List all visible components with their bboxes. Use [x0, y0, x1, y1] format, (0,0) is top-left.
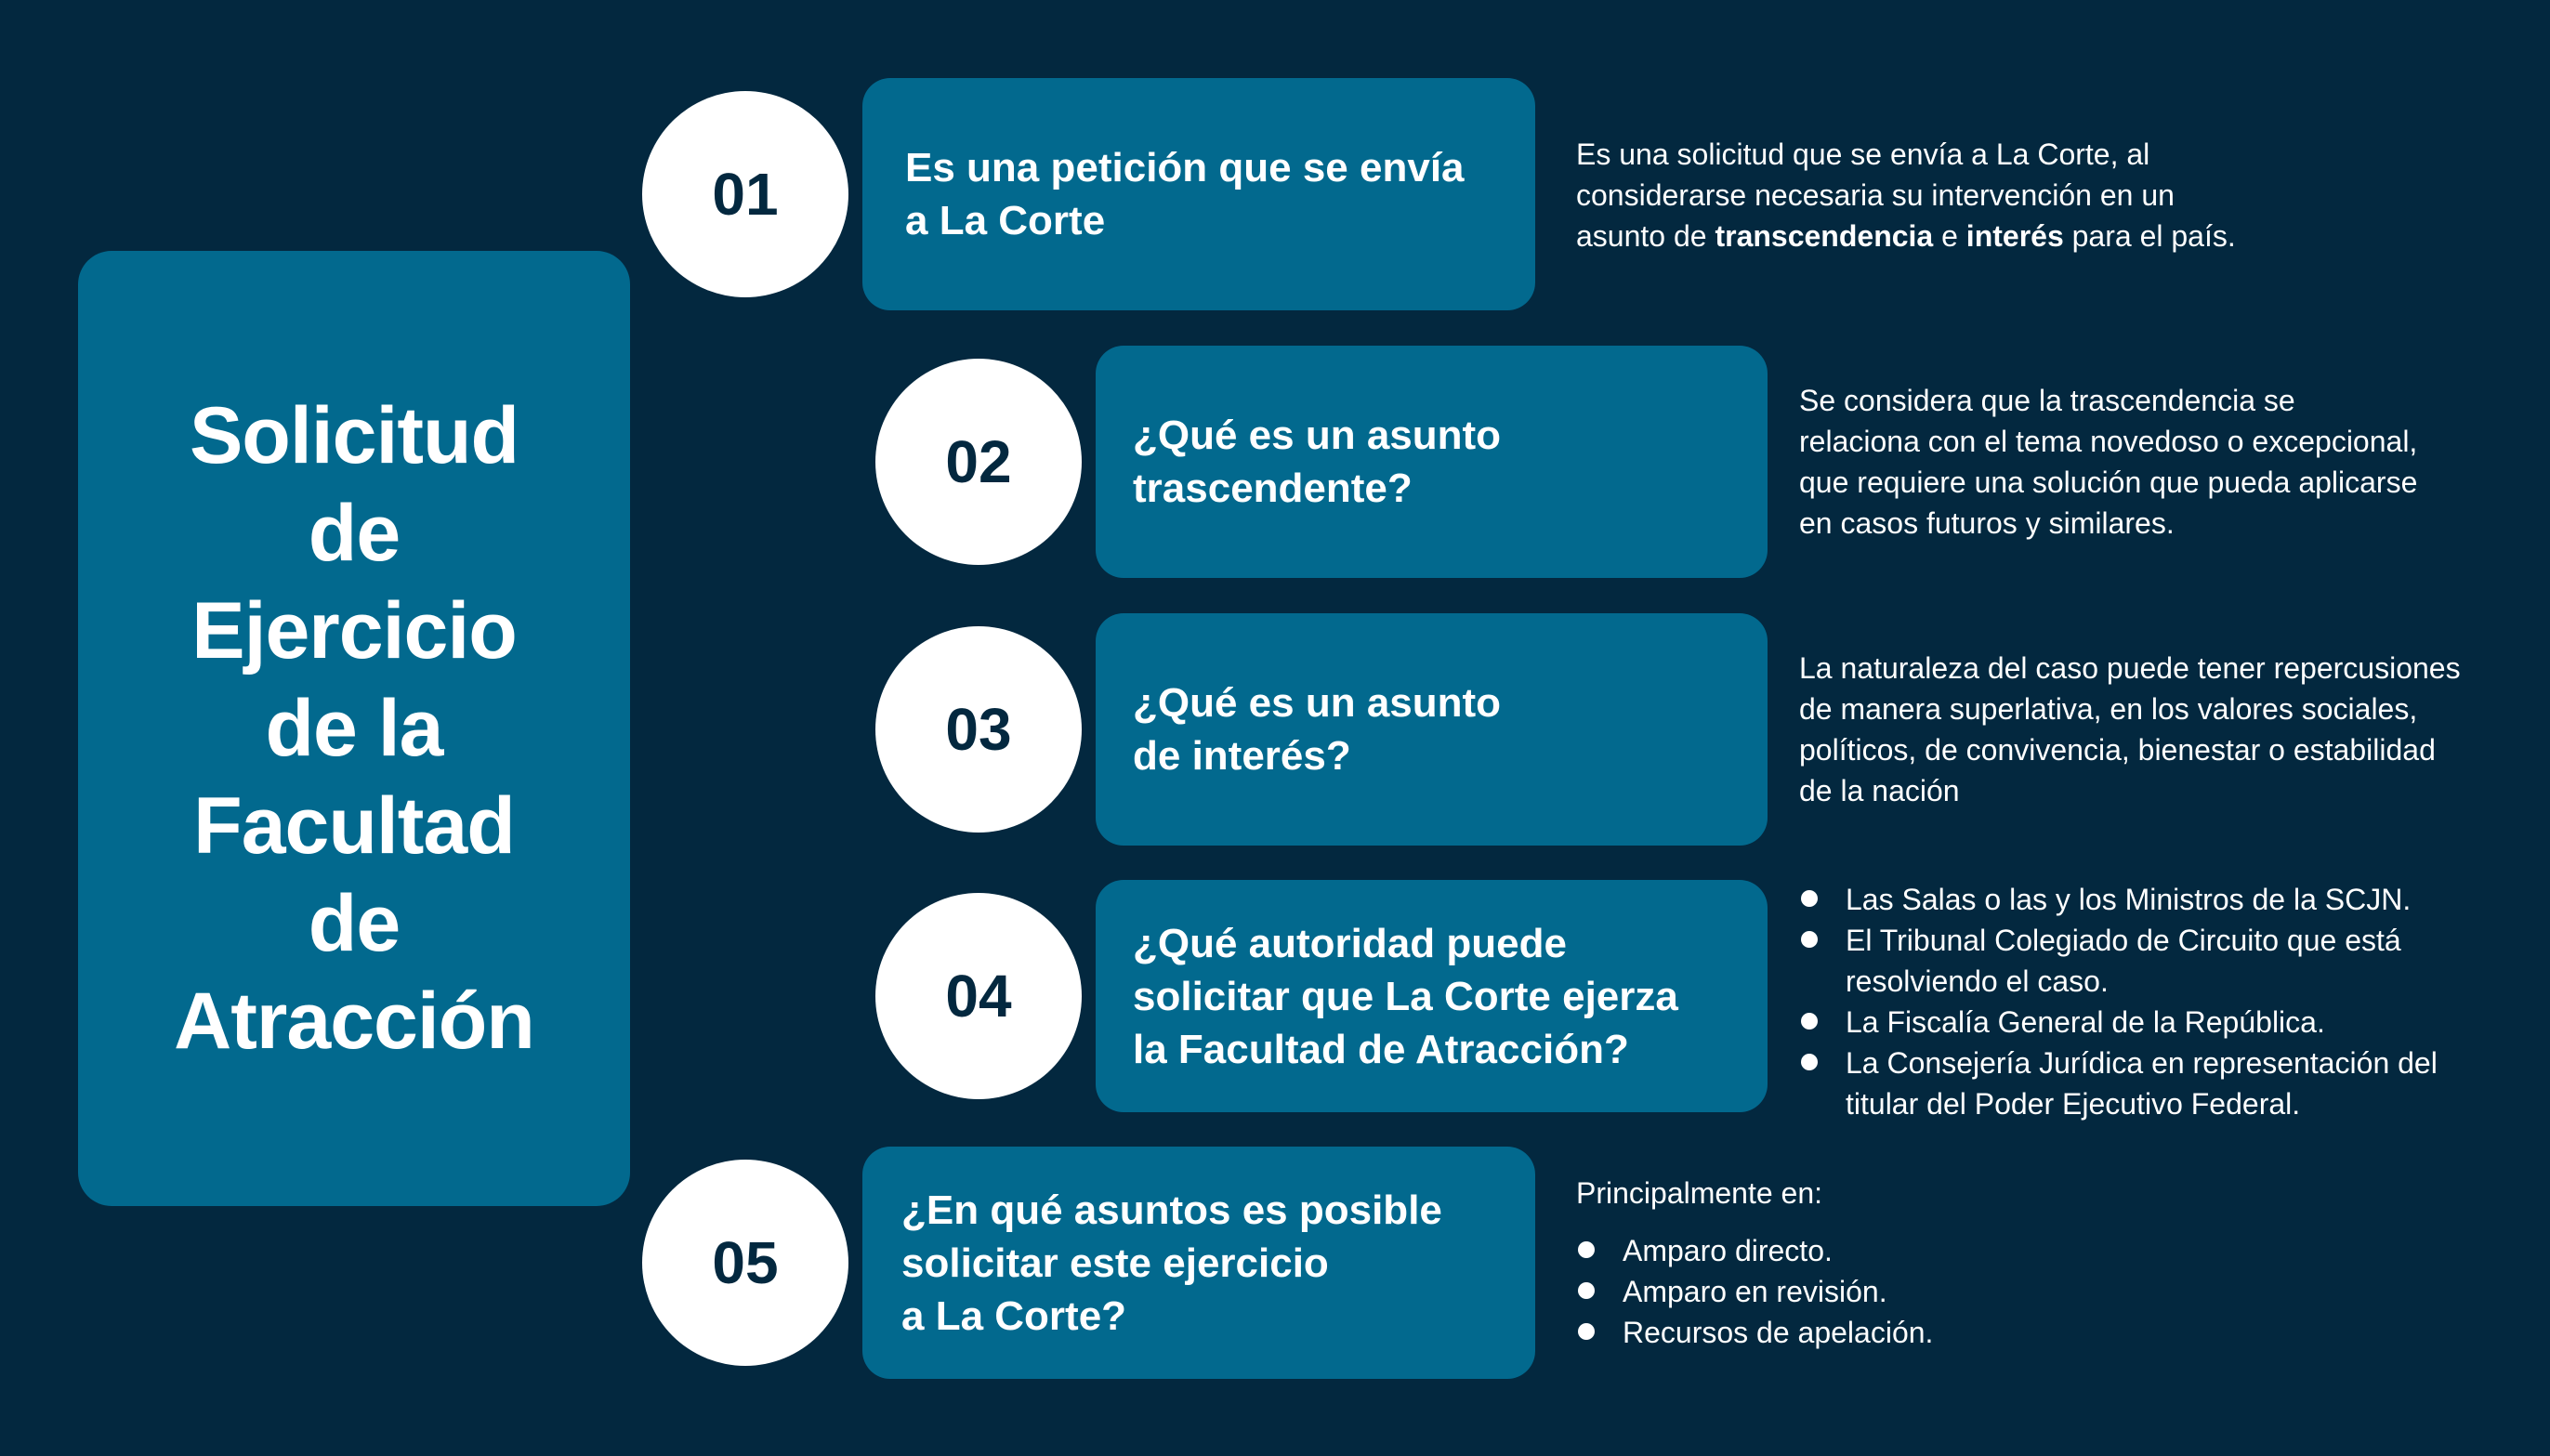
description-text: e	[1933, 219, 1966, 253]
step-02-number-badge: 02	[875, 359, 1082, 565]
title-line: de	[308, 878, 401, 968]
highlight-interes: interés	[1965, 219, 2064, 253]
list-item: Recursos de apelación.	[1576, 1312, 1933, 1353]
title-line: de la	[265, 683, 444, 773]
step-04-question-box: ¿Qué autoridad puede solicitar que La Co…	[1096, 880, 1768, 1112]
step-03-description: La naturaleza del caso puede tener reper…	[1799, 648, 2461, 811]
list-item-text: Amparo directo.	[1623, 1234, 1833, 1267]
question-line: ¿Qué autoridad puede	[1133, 920, 1567, 966]
step-number: 03	[945, 696, 1012, 763]
step-01-question-box: Es una petición que se envía a La Corte	[862, 78, 1535, 310]
list-item-text: titular del Poder Ejecutivo Federal.	[1846, 1087, 2301, 1121]
description-line: en casos futuros y similares.	[1799, 506, 2175, 540]
step-04-number-badge: 04	[875, 893, 1082, 1099]
description-line: de la nación	[1799, 774, 1960, 807]
bullet-dot-icon	[1578, 1323, 1595, 1340]
main-title: Solicitud de Ejercicio de la Facultad de…	[174, 387, 535, 1070]
list-item-text: Recursos de apelación.	[1623, 1316, 1934, 1349]
list-item: La Consejería Jurídica en representación…	[1799, 1043, 2438, 1124]
step-01-question: Es una petición que se envía a La Corte	[905, 141, 1465, 247]
description-line: Es una solicitud que se envía a La Corte…	[1576, 138, 2150, 171]
step-02-question-box: ¿Qué es un asunto trascendente?	[1096, 346, 1768, 578]
title-line: de	[308, 488, 401, 578]
step-05-number-badge: 05	[642, 1160, 848, 1366]
description-text: asunto de	[1576, 219, 1715, 253]
bullet-dot-icon	[1801, 1054, 1818, 1070]
step-04-question: ¿Qué autoridad puede solicitar que La Co…	[1133, 917, 1678, 1076]
list-item-text: Las Salas o las y los Ministros de la SC…	[1846, 883, 2412, 916]
title-panel: Solicitud de Ejercicio de la Facultad de…	[78, 251, 630, 1206]
step-number: 02	[945, 428, 1012, 495]
list-item-text: La Fiscalía General de la República.	[1846, 1005, 2325, 1039]
title-line: Solicitud	[189, 390, 519, 480]
list-item-text: resolviendo el caso.	[1846, 964, 2109, 998]
step-01-number-badge: 01	[642, 91, 848, 297]
step-02-description: Se considera que la trascendencia se rel…	[1799, 380, 2417, 544]
highlight-transcendencia: transcendencia	[1715, 219, 1934, 253]
list-item: Las Salas o las y los Ministros de la SC…	[1799, 879, 2438, 920]
description-line: políticos, de convivencia, bienestar o e…	[1799, 733, 2436, 767]
step-number: 01	[712, 161, 779, 228]
description-line: de manera superlativa, en los valores so…	[1799, 692, 2418, 726]
description-line: que requiere una solución que pueda apli…	[1799, 466, 2418, 499]
question-line: ¿Qué es un asunto	[1133, 680, 1502, 726]
step-number: 04	[945, 963, 1012, 1030]
list-item-text: Amparo en revisión.	[1623, 1275, 1887, 1308]
title-line: Facultad	[193, 780, 516, 871]
description-line: La naturaleza del caso puede tener reper…	[1799, 651, 2461, 685]
step-05-description: Principalmente en: Amparo directo. Ampar…	[1576, 1173, 1933, 1353]
bullet-dot-icon	[1801, 890, 1818, 907]
description-line: asunto de transcendencia e interés para …	[1576, 216, 2236, 256]
description-line: relaciona con el tema novedoso o excepci…	[1799, 425, 2418, 458]
bullet-list: Amparo directo. Amparo en revisión. Recu…	[1576, 1230, 1933, 1353]
bullet-dot-icon	[1801, 931, 1818, 948]
step-03-number-badge: 03	[875, 626, 1082, 833]
question-line: ¿En qué asuntos es posible	[901, 1187, 1442, 1233]
question-line: ¿Qué es un asunto	[1133, 413, 1502, 458]
description-line: Se considera que la trascendencia se	[1799, 384, 2295, 417]
title-line: Ejercicio	[191, 585, 518, 676]
step-04-authority-list: Las Salas o las y los Ministros de la SC…	[1799, 879, 2438, 1124]
bullet-list: Las Salas o las y los Ministros de la SC…	[1799, 879, 2438, 1124]
list-item-text: El Tribunal Colegiado de Circuito que es…	[1846, 924, 2401, 957]
step-02-question: ¿Qué es un asunto trascendente?	[1133, 409, 1501, 515]
list-item: Amparo en revisión.	[1576, 1271, 1933, 1312]
description-text: para el país.	[2063, 219, 2236, 253]
step-03-question-box: ¿Qué es un asunto de interés?	[1096, 613, 1768, 846]
question-line: de interés?	[1133, 733, 1351, 779]
step-03-question: ¿Qué es un asunto de interés?	[1133, 676, 1501, 782]
list-item: Amparo directo.	[1576, 1230, 1933, 1271]
question-line: trascendente?	[1133, 466, 1413, 511]
question-line: solicitar que La Corte ejerza	[1133, 973, 1678, 1019]
description-intro: Principalmente en:	[1576, 1176, 1823, 1210]
bullet-dot-icon	[1578, 1241, 1595, 1258]
step-05-question-box: ¿En qué asuntos es posible solicitar est…	[862, 1147, 1535, 1379]
question-line: solicitar este ejercicio	[901, 1240, 1329, 1286]
description-line: considerarse necesaria su intervención e…	[1576, 178, 2175, 212]
step-05-question: ¿En qué asuntos es posible solicitar est…	[901, 1184, 1442, 1343]
bullet-dot-icon	[1801, 1013, 1818, 1030]
list-item: El Tribunal Colegiado de Circuito que es…	[1799, 920, 2438, 1002]
question-line: la Facultad de Atracción?	[1133, 1026, 1629, 1072]
list-item-text: La Consejería Jurídica en representación…	[1846, 1046, 2438, 1080]
step-01-description: Es una solicitud que se envía a La Corte…	[1576, 134, 2236, 256]
question-line: Es una petición que se envía	[905, 145, 1465, 190]
list-item: La Fiscalía General de la República.	[1799, 1002, 2438, 1043]
question-line: a La Corte	[905, 198, 1106, 243]
question-line: a La Corte?	[901, 1292, 1127, 1339]
step-number: 05	[712, 1229, 779, 1296]
bullet-dot-icon	[1578, 1282, 1595, 1299]
title-line: Atracción	[174, 976, 535, 1066]
